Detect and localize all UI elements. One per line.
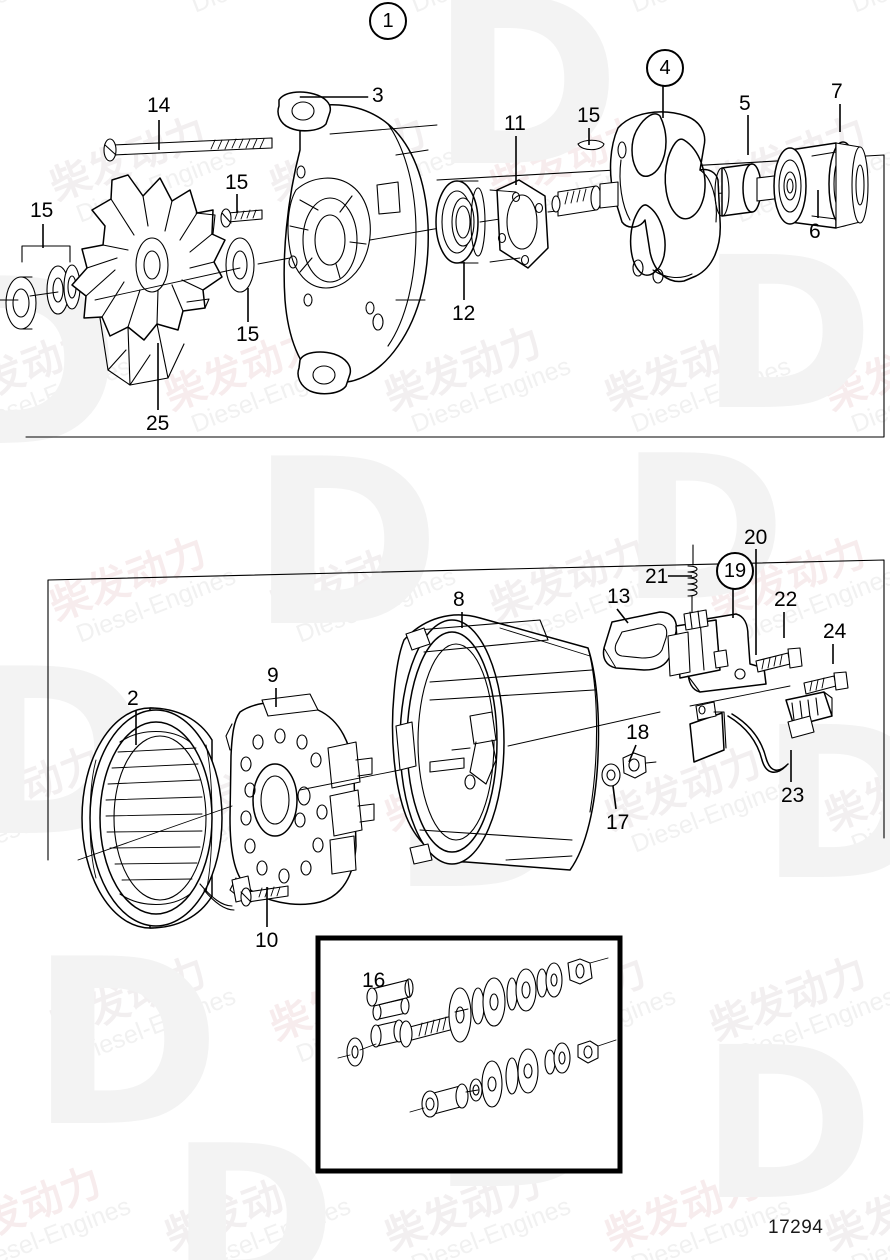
part-15-nut-washer-left: [0, 245, 81, 330]
callout-21: 21: [645, 565, 669, 588]
part-19-20-voltage-regulator: [667, 609, 767, 693]
callout-1-circled: 1: [369, 2, 407, 40]
callout-13: 13: [607, 585, 631, 608]
lower-centerline: [77, 685, 791, 861]
part-9-rectifier-plate: [225, 693, 375, 905]
part-14-through-bolt: [103, 137, 273, 162]
callout-18: 18: [626, 721, 650, 744]
callout-4-circled: 4: [646, 49, 684, 87]
inset-upper-row: [337, 957, 609, 1067]
part-25-cooling-fan: [71, 174, 226, 386]
callout-6: 6: [809, 220, 821, 243]
callout-9: 9: [267, 664, 279, 687]
callout-11: 11: [504, 112, 526, 135]
callout-8: 8: [453, 588, 465, 611]
part-12-bearing: [435, 180, 486, 264]
part-4-rotor: [551, 111, 721, 284]
part-2-stator: [81, 707, 235, 929]
callout-15: 15: [30, 199, 54, 222]
callout-14: 14: [147, 94, 171, 117]
callout-16: 16: [362, 969, 386, 992]
callout-15: 15: [236, 323, 260, 346]
callout-24: 24: [823, 620, 847, 643]
part-13-grommet-seal: [602, 611, 678, 671]
figure-number: 17294: [768, 1217, 824, 1238]
callout-19-circled: 19: [716, 552, 754, 590]
part-17-18-washer-nut: [601, 752, 657, 787]
part-15-screw: [220, 208, 263, 228]
callout-7: 7: [831, 80, 843, 103]
callout-17: 17: [606, 811, 630, 834]
callout-22: 22: [774, 588, 798, 611]
callout-15: 15: [225, 171, 249, 194]
part-10-screw: [240, 885, 289, 907]
callout-23: 23: [781, 784, 805, 807]
part-21-brush-spring: [687, 544, 698, 619]
part-24-screw: [803, 671, 849, 695]
callout-20: 20: [744, 526, 768, 549]
part-3-drive-end-housing: [277, 91, 438, 395]
callout-10: 10: [255, 929, 279, 952]
part-11-bearing-retainer-plate: [489, 179, 549, 269]
part-15-woodruff-key: [577, 139, 605, 151]
callout-3: 3: [372, 84, 384, 107]
part-15-washer-center: [225, 237, 255, 293]
callout-2: 2: [127, 687, 139, 710]
part-6-7-pulley-assembly: [773, 141, 869, 229]
inset-box-16: [315, 935, 623, 1174]
part-8-rear-housing: [391, 614, 600, 871]
callout-5: 5: [739, 92, 751, 115]
part-22-screw: [755, 647, 803, 673]
inset-lower-row: [409, 1039, 617, 1118]
callout-12: 12: [452, 302, 476, 325]
part-23-wiring-harness: [689, 691, 833, 773]
callout-15: 15: [577, 104, 601, 127]
callout-25: 25: [146, 412, 170, 435]
